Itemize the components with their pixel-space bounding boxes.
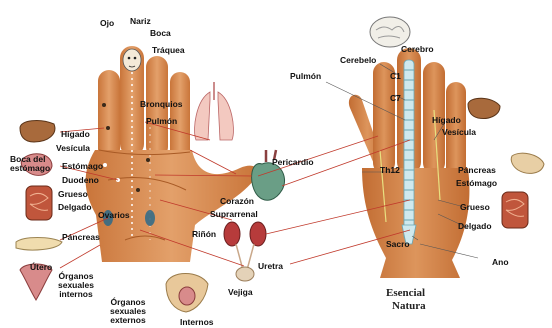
label-corazon: Corazón — [220, 197, 254, 206]
label-pancreas-left: Páncreas — [62, 233, 100, 242]
label-boca: Boca — [150, 29, 171, 38]
label-organos-externos: Órganos sexuales externos — [110, 298, 146, 325]
label-th12: Th12 — [380, 166, 400, 175]
label-uretra: Uretra — [258, 262, 283, 271]
label-pulmon-right: Pulmón — [290, 72, 321, 81]
label-rinon: Riñón — [192, 230, 216, 239]
label-bronquios: Bronquios — [140, 100, 183, 109]
label-pulmon-left: Pulmón — [146, 117, 177, 126]
label-grueso-left: Grueso — [58, 190, 88, 199]
label-organos-internos: Órganos sexuales internos — [58, 272, 94, 299]
pelvis-icon — [166, 274, 208, 313]
label-traquea: Tráquea — [152, 46, 185, 55]
brain-icon — [370, 17, 410, 47]
label-ovarios: Ovarios — [98, 211, 130, 220]
label-internos: Internos — [180, 318, 214, 327]
label-ano: Ano — [492, 258, 509, 267]
pancreas-icon — [16, 238, 62, 251]
label-vesicula-left: Vesícula — [56, 144, 90, 153]
label-boca-estomago: Boca del estómago — [10, 155, 50, 173]
label-higado-left: Hígado — [61, 130, 90, 139]
label-vejiga: Vejiga — [228, 288, 253, 297]
label-c1: C1 — [390, 72, 401, 81]
brand-logo: Esencial Natura — [386, 287, 426, 313]
label-pancreas-right: Páncreas — [458, 166, 496, 175]
label-cerebro: Cerebro — [401, 45, 434, 54]
label-grueso-right: Grueso — [460, 203, 490, 212]
label-delgado-left: Delgado — [58, 203, 92, 212]
label-nariz: Nariz — [130, 17, 151, 26]
brand-line2: Natura — [386, 300, 426, 313]
label-delgado-right: Delgado — [458, 222, 492, 231]
label-higado-right: Hígado — [432, 116, 461, 125]
label-utero: Útero — [30, 263, 52, 272]
label-suprarrenal: Suprarrenal — [210, 210, 258, 219]
spine-icon — [402, 60, 416, 244]
label-pericardio: Pericardio — [272, 158, 314, 167]
bladder-icon — [236, 267, 254, 281]
label-vesicula-right: Vesícula — [442, 128, 476, 137]
label-estomago-right: Estómago — [456, 179, 497, 188]
label-c7: C7 — [390, 94, 401, 103]
label-duodeno: Duodeno — [62, 176, 99, 185]
label-sacro: Sacro — [386, 240, 410, 249]
label-cerebelo: Cerebelo — [340, 56, 376, 65]
lungs-icon — [195, 82, 234, 140]
label-ojo: Ojo — [100, 19, 114, 28]
brand-line1: Esencial — [386, 287, 426, 300]
label-estomago-left: Estómago — [62, 162, 103, 171]
